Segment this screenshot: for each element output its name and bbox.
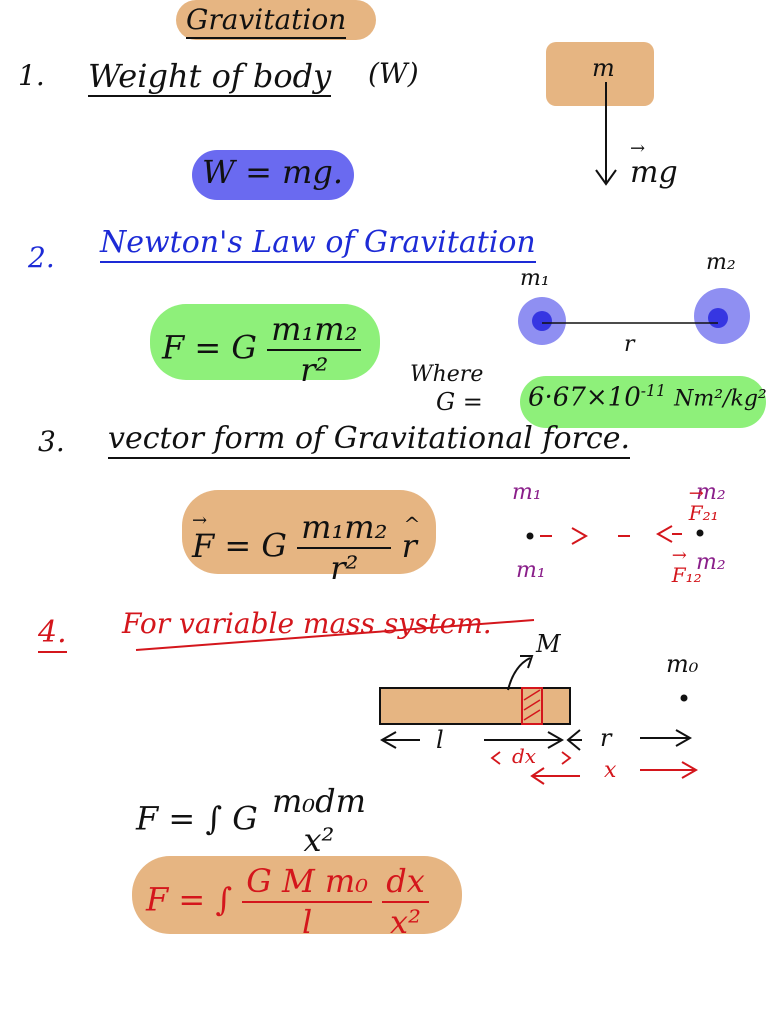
length-label: l — [436, 726, 444, 754]
m1-bottom-label: m₁ — [516, 558, 546, 583]
formula2-denominator-1: l — [302, 903, 313, 942]
vector-formula-numerator: m₁m₂ — [297, 509, 392, 550]
x-label: x — [604, 758, 617, 783]
g-label: G = — [436, 388, 483, 416]
section4-heading: For variable mass system. — [122, 607, 492, 640]
dx-label: dx — [512, 744, 537, 768]
formula2-numerator-1: G M m₀ — [242, 863, 373, 904]
formula2-fraction-1: G M m₀ l — [242, 863, 373, 942]
newton-formula-numerator: m₁m₂ — [267, 311, 362, 352]
vector-formula-highlight — [182, 490, 436, 574]
formula2-numerator-2: dx — [382, 863, 429, 904]
formula1-lhs: F = ∫ G — [136, 799, 258, 838]
formula1-fraction: m₀dm x² — [268, 782, 370, 860]
section1-symbol: (W) — [368, 57, 419, 90]
formula2-lhs: F = ∫ — [146, 880, 233, 919]
weight-force-label: mg — [630, 140, 678, 188]
weight-formula: W = mg. — [202, 153, 344, 191]
mass2-core — [708, 308, 728, 328]
vector-formula-eq: = G — [224, 526, 287, 565]
mass-box-label: m — [592, 54, 615, 82]
g-value-highlight — [520, 376, 766, 428]
vector-formula-fraction: m₁m₂ r² — [297, 509, 392, 588]
page-title: Gravitation — [186, 6, 347, 39]
f21-arrowhead — [655, 525, 673, 543]
section3-heading: vector form of Gravitational force. — [108, 424, 631, 459]
g-value-exponent: -11 — [640, 382, 666, 400]
rod — [379, 687, 571, 725]
section2-number: 2. — [28, 241, 55, 274]
m2-bottom-label: m₂ — [696, 550, 726, 575]
vector-formula: F = G m₁m₂ r² r — [192, 509, 421, 588]
formula1-denominator: x² — [303, 821, 335, 860]
f21-label: F₂₁ — [689, 485, 719, 523]
g-value: 6·67×10-11 Nm²/kg² — [528, 382, 767, 413]
point-mass-dot — [680, 694, 688, 702]
newton-formula: F = G m₁m₂ r² — [162, 311, 362, 390]
f12-label: F₁₂ — [672, 547, 702, 585]
vector-formula-denominator: r² — [330, 549, 359, 588]
rod-mass-label: M — [536, 630, 561, 658]
rod-element — [521, 687, 543, 725]
m1-dot — [526, 532, 534, 540]
section2-heading: Newton's Law of Gravitation — [100, 228, 536, 263]
formula1-numerator: m₀dm — [271, 782, 366, 820]
section3-number: 3. — [38, 425, 65, 458]
newton-formula-fraction: m₁m₂ r² — [267, 311, 362, 390]
variable-mass-formula-2: F = ∫ G M m₀ l dx x² — [146, 863, 429, 942]
mass1-label: m₁ — [520, 266, 550, 291]
mass-pointer — [507, 657, 531, 691]
newton-formula-lhs: F = G — [162, 328, 257, 367]
m1-top-label: m₁ — [512, 480, 542, 505]
distance-label: r — [624, 332, 635, 357]
newton-formula-denominator: r² — [300, 351, 329, 390]
section4-number: 4. — [38, 618, 67, 653]
title-highlight — [176, 0, 376, 40]
point-mass-label: m₀ — [666, 650, 699, 678]
vector-formula-force: F — [192, 512, 214, 562]
newton-formula-highlight — [150, 304, 380, 380]
mass-box-highlight — [546, 42, 654, 106]
unit-vector-r: r — [402, 514, 421, 562]
mass2-label: m₂ — [706, 250, 736, 275]
g-value-units: Nm²/kg² — [674, 386, 767, 412]
formula2-denominator-2: x² — [390, 903, 421, 942]
weight-arrow-head — [595, 169, 617, 186]
mass1-core — [532, 311, 552, 331]
weight-formula-highlight — [192, 150, 354, 200]
where-label: Where — [410, 362, 484, 387]
variable-mass-formula-1: F = ∫ G m₀dm x² — [136, 782, 370, 860]
f12-arrowhead — [571, 527, 589, 545]
formula2-fraction-2: dx x² — [382, 863, 429, 942]
g-value-mantissa: 6·67×10 — [528, 382, 641, 413]
variable-mass-formula-highlight — [132, 856, 462, 934]
section1-heading: Weight of body — [88, 57, 332, 97]
m2-dot — [696, 529, 704, 537]
section1-number: 1. — [18, 59, 45, 92]
r-label: r — [600, 724, 612, 752]
